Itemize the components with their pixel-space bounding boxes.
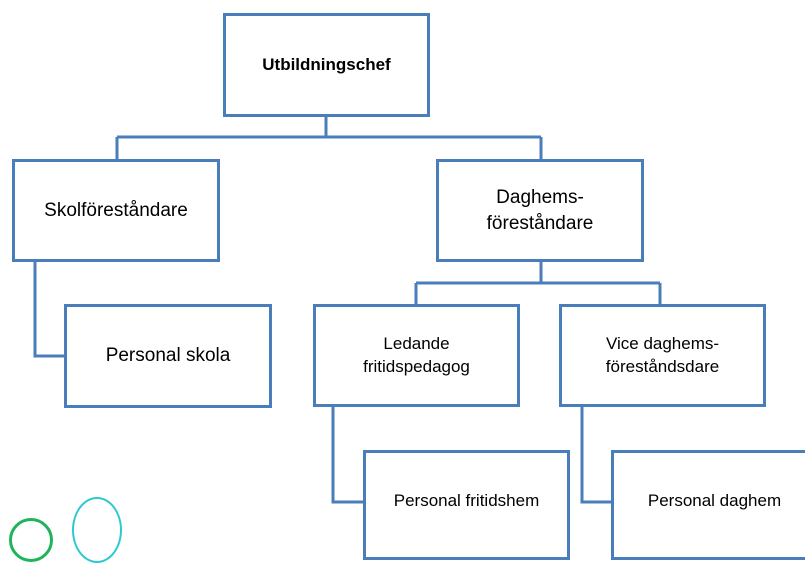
node-daghemsforestandare: Daghems- föreståndare [436, 159, 644, 262]
connector-lines [33, 117, 662, 504]
node-utbildningschef: Utbildningschef [223, 13, 430, 117]
connector-daycare-staff [580, 407, 611, 504]
node-label: Daghems- föreståndare [486, 186, 594, 234]
node-ledande-fritidspedagog: Ledande fritidspedagog [313, 304, 520, 407]
node-vice-daghemsforestandare: Vice daghems- föreståndsdare [559, 304, 766, 407]
node-label: Ledande fritidspedagog [363, 333, 470, 376]
logo-circle-green-icon [9, 518, 53, 562]
node-label: Utbildningschef [262, 54, 391, 74]
node-label: Skolföreståndare [44, 199, 188, 221]
logo-circle-cyan-icon [72, 497, 122, 563]
node-label: Personal fritidshem [393, 490, 540, 510]
node-label: Personal skola [105, 345, 231, 367]
node-skolforestandare: Skolföreståndare [12, 159, 220, 262]
org-chart: Utbildningschef Skolföreståndare Daghems… [9, 13, 805, 563]
node-label: Vice daghems- föreståndsdare [605, 333, 720, 376]
node-personal-daghem: Personal daghem [611, 450, 805, 560]
node-label: Personal daghem [647, 490, 782, 510]
connector-leisure-staff [331, 407, 363, 504]
connector-school-staff [33, 262, 64, 358]
node-personal-skola: Personal skola [64, 304, 272, 408]
node-personal-fritidshem: Personal fritidshem [363, 450, 570, 560]
